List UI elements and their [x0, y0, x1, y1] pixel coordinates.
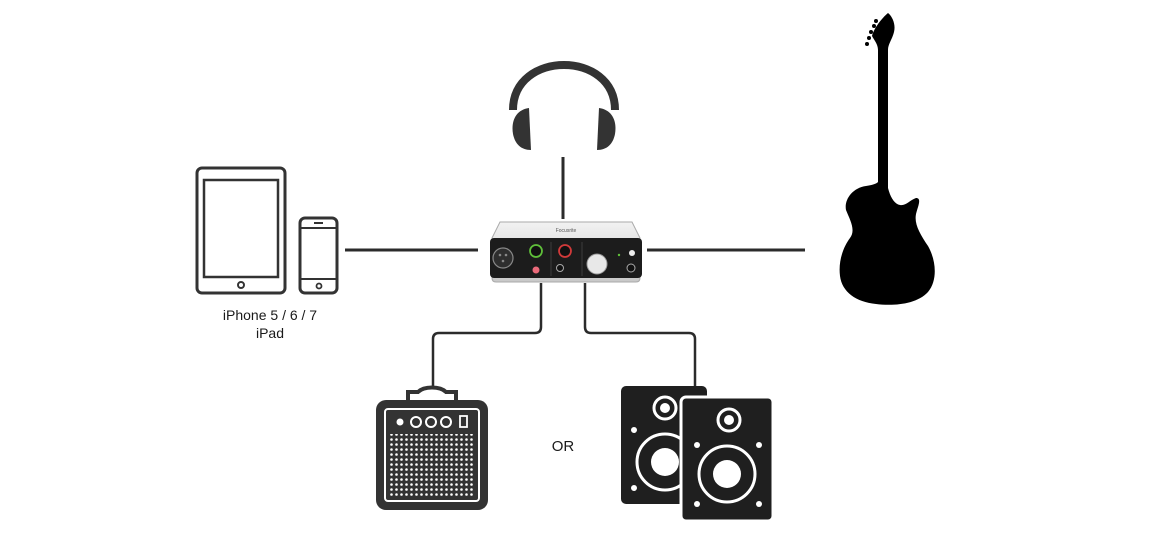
devices-label-line1: iPhone 5 / 6 / 7	[222, 307, 318, 323]
line-interface-to-amp	[431, 283, 543, 388]
or-label: OR	[551, 438, 575, 455]
pad-button	[532, 266, 540, 274]
devices-label: iPhone 5 / 6 / 7 iPad	[200, 306, 340, 342]
gain2-knob	[558, 244, 572, 258]
speakers-icon	[621, 386, 775, 523]
interface-brand: Focusrite	[556, 228, 577, 234]
guitar-icon	[839, 13, 935, 305]
devices-label-line2: iPad	[255, 325, 285, 341]
ipad-icon	[195, 166, 287, 295]
iphone-icon	[298, 216, 339, 295]
line-interface-to-speakers	[583, 283, 697, 386]
amplifier-icon	[376, 385, 488, 510]
headphones-icon	[509, 61, 619, 150]
audio-interface: Focusrite	[490, 221, 642, 283]
monitor-knob	[586, 253, 608, 275]
gain1-knob	[529, 244, 543, 258]
